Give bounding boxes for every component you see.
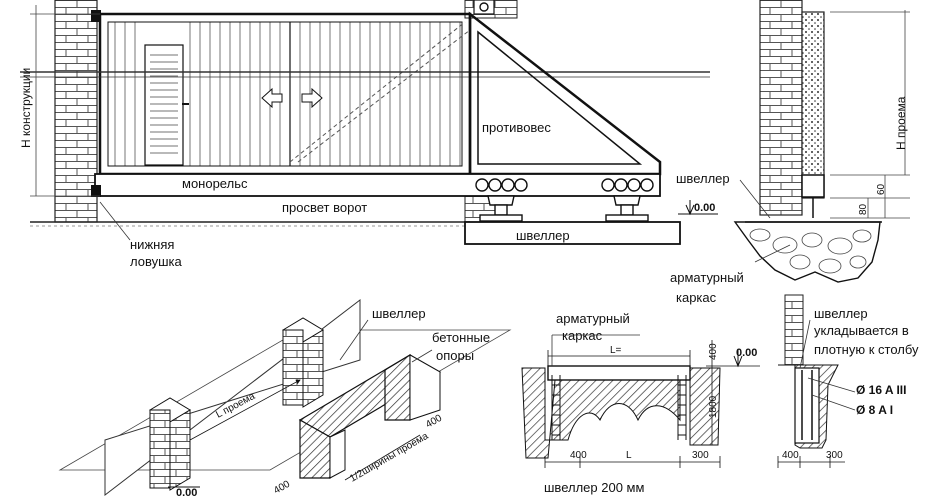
dim-L: L xyxy=(626,450,632,461)
dim-1800: 1800 xyxy=(708,395,719,418)
dim-60-label: 60 xyxy=(876,183,887,195)
channel-label-right: швеллер xyxy=(676,171,730,186)
monorail-beam xyxy=(94,173,661,197)
left-pillar-iso xyxy=(149,397,191,491)
channel-label-iso: швеллер xyxy=(372,306,426,321)
concrete-label-2: опоры xyxy=(436,348,474,363)
level-0-mid: 0.00 xyxy=(736,347,757,359)
dim-400b-iso: 400 xyxy=(272,479,292,496)
level-0-iso: 0.00 xyxy=(176,487,197,496)
top-roller xyxy=(473,0,495,15)
dim-400-top: 400 xyxy=(708,343,719,360)
level-0-label: 0.00 xyxy=(694,202,715,214)
dim-300-mid: 300 xyxy=(692,450,709,461)
note-label-1: укладывается в xyxy=(814,323,909,338)
pillar-section: Н проема 60 80 швеллер арматурный каркас xyxy=(670,0,910,305)
channel-200-label: швеллер 200 мм xyxy=(544,480,644,495)
rebar-label-1: арматурный xyxy=(670,270,744,285)
counterweight-label: противовес xyxy=(482,120,551,135)
concrete-label-1: бетонные xyxy=(432,330,490,345)
slide-direction-arrows-icon xyxy=(261,87,323,109)
roller-carriage-left xyxy=(475,178,528,222)
stone-foundation xyxy=(733,221,881,283)
note-label-2: плотную к столбу xyxy=(814,342,919,357)
isometric-foundation: L проема 1/2ширины проема 400 400 0.00 ш… xyxy=(58,298,512,496)
h-construction-label: Н конструкции xyxy=(19,68,33,148)
bottom-trap-label-2: ловушка xyxy=(130,254,182,269)
dim-400-br: 400 xyxy=(782,450,799,461)
monorail-label: монорельс xyxy=(182,176,248,191)
gate-clearance-label: просвет ворот xyxy=(282,200,367,215)
half-width-label: 1/2ширины проема xyxy=(348,431,431,485)
counterweight-frame xyxy=(468,11,662,176)
rebar-label-2: каркас xyxy=(676,290,717,305)
h-opening-label: Н проема xyxy=(894,96,908,150)
rebar-16-label: Ø 16 A III xyxy=(856,383,906,397)
dim-300-br: 300 xyxy=(826,450,843,461)
dim-400-iso: 400 xyxy=(424,413,444,431)
bottom-trap-label-1: нижняя xyxy=(130,237,174,252)
right-pillar-iso xyxy=(282,317,324,408)
channel-label-br: швеллер xyxy=(814,306,868,321)
roller-carriage-right xyxy=(601,178,654,222)
wicket-door xyxy=(144,44,184,166)
pillar-cross-section: швеллер укладывается в плотную к столбу … xyxy=(777,294,919,468)
soil-section xyxy=(521,367,721,459)
brick-pillar-section xyxy=(759,0,803,216)
rebar-mid-label-1: арматурный xyxy=(556,311,630,326)
rebar-mid-label-2: каркас xyxy=(562,328,603,343)
level-marker-icon xyxy=(678,200,718,216)
dim-400-left: 400 xyxy=(570,450,587,461)
l-eq-label: L= xyxy=(610,345,622,356)
foundation-section: L= арматурный каркас 400 1800 0.00 400 L xyxy=(521,311,760,495)
rebar-8-label: Ø 8 A I xyxy=(856,403,893,417)
channel-base xyxy=(464,221,681,245)
channel-label-top: швеллер xyxy=(516,228,570,243)
left-brick-pillar xyxy=(54,0,98,223)
gate-elevation: 0.00 Н конструкции монорельс просвет вор… xyxy=(19,0,718,269)
dim-80-label: 80 xyxy=(858,203,869,215)
